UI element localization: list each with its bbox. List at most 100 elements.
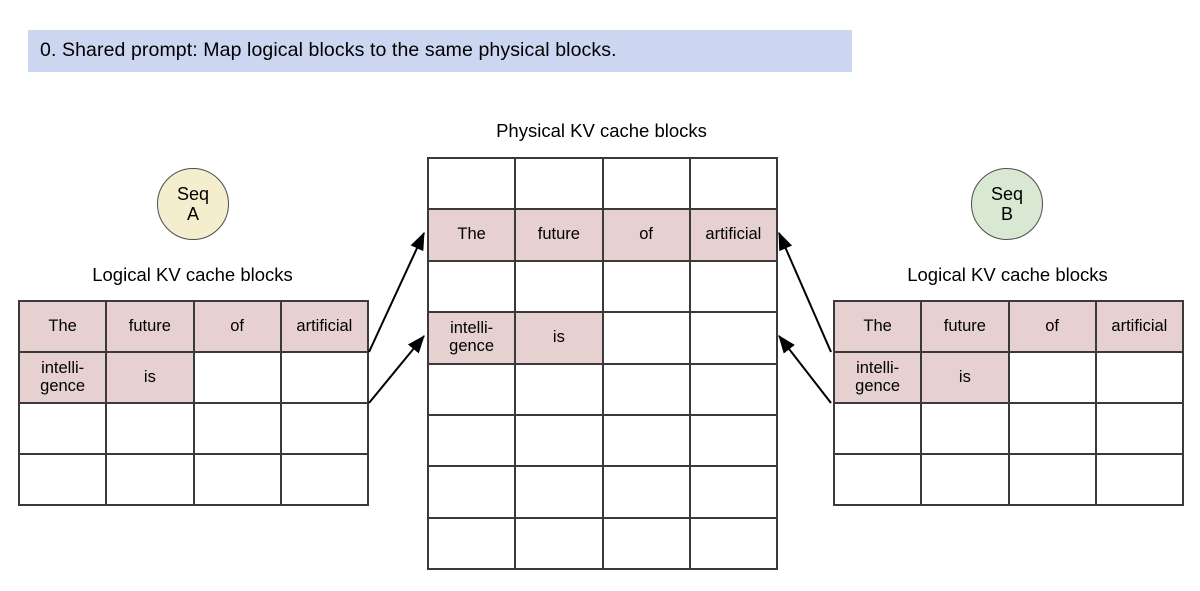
physical-cell-r4-c3 [603, 313, 691, 365]
physical-cell-r1-c1 [429, 159, 517, 211]
seq-a-logical-cell-r1-c3: of [194, 302, 282, 353]
seq-b-logical-cell-r1-c2: future [922, 302, 1010, 353]
physical-cell-r6-c1 [429, 415, 517, 468]
physical-cell-r5-c3 [603, 364, 691, 416]
seq-b-logical-cell-r1-c1: The [835, 302, 923, 353]
arrow-seq-a-row1-to-physical-row2 [368, 231, 425, 353]
physical-cell-r1-c3 [603, 159, 691, 211]
title-banner: 0. Shared prompt: Map logical blocks to … [28, 30, 852, 72]
physical-cell-text: intelli- [450, 319, 494, 338]
seq-a-badge-line2: A [186, 204, 199, 224]
seq-a-logical-cell-text: artificial [296, 316, 353, 335]
physical-cell-r7-c4 [690, 467, 778, 519]
seq-a-logical-cell-r4-c2 [107, 455, 195, 506]
seq-b-logical-cell-text: is [958, 367, 971, 386]
physical-cell-r8-c3 [603, 518, 691, 571]
seq-a-logical-cell-r2-c4 [281, 353, 369, 404]
seq-b-badge-line1: Seq [990, 183, 1024, 204]
seq-b-logical-cell-text: of [1045, 316, 1059, 335]
physical-cell-r8-c1 [429, 518, 517, 571]
physical-cell-r1-c2 [516, 159, 604, 211]
seq-b-logical-cell-r2-c1: intelli-gence [835, 353, 923, 404]
arrow-seq-b-row2-to-physical-row4 [778, 335, 832, 404]
seq-a-logical-cell-r1-c4: artificial [281, 302, 369, 353]
title-banner-text: 0. Shared prompt: Map logical blocks to … [40, 39, 617, 62]
seq-b-logical-cell-r4-c1 [835, 455, 923, 506]
physical-cell-text: gence [449, 336, 495, 355]
physical-cell-r2-c1: The [429, 210, 517, 262]
physical-cell-r7-c1 [429, 467, 517, 519]
physical-cell-r3-c4 [690, 261, 778, 314]
seq-a-logical-cell-r1-c1: The [20, 302, 108, 353]
physical-cell-r2-c2: future [516, 210, 604, 262]
seq-b-logical-cell-text: The [863, 316, 892, 335]
physical-cell-r3-c2 [516, 261, 604, 314]
seq-a-logical-cell-text: of [230, 316, 244, 335]
physical-cell-text: of [639, 225, 653, 244]
physical-cell-r2-c4: artificial [690, 210, 778, 262]
physical-cell-r2-c3: of [603, 210, 691, 262]
seq-b-badge-line2: B [1000, 204, 1013, 224]
seq-b-logical-grid: The future of artificial intelli-gence is [833, 300, 1184, 506]
physical-cell-text: future [537, 225, 580, 244]
physical-cell-r5-c2 [516, 364, 604, 416]
physical-cell-text: is [552, 327, 565, 346]
seq-a-logical-cell-r3-c2 [107, 404, 195, 455]
physical-cell-text: The [457, 225, 486, 244]
seq-a-logical-grid: The future of artificial intelli-gence is [18, 300, 369, 506]
physical-cell-r6-c2 [516, 415, 604, 468]
seq-a-logical-blocks-label: Logical KV cache blocks [92, 264, 293, 285]
seq-a-logical-cell-text: is [143, 367, 156, 386]
seq-b-badge: Seq B [971, 168, 1043, 240]
seq-b-logical-cell-r2-c3 [1009, 353, 1097, 404]
physical-cell-r3-c3 [603, 261, 691, 314]
seq-b-logical-cell-r3-c2 [922, 404, 1010, 455]
physical-grid: The future of artificial intelli-gence is [427, 157, 778, 571]
seq-b-logical-cell-r3-c3 [1009, 404, 1097, 455]
seq-b-logical-cell-r4-c3 [1009, 455, 1097, 506]
physical-cell-text: artificial [705, 225, 762, 244]
seq-a-logical-cell-r2-c2: is [107, 353, 195, 404]
seq-b-logical-cell-text: artificial [1111, 316, 1168, 335]
seq-b-logical-cell-text: future [943, 316, 986, 335]
physical-cell-r7-c3 [603, 467, 691, 519]
seq-a-logical-cell-r2-c3 [194, 353, 282, 404]
seq-b-logical-cell-r4-c4 [1096, 455, 1184, 506]
seq-b-logical-cell-text: intelli- [856, 358, 900, 377]
seq-a-logical-cell-text: The [48, 316, 77, 335]
seq-a-logical-cell-r1-c2: future [107, 302, 195, 353]
seq-b-logical-cell-r1-c4: artificial [1096, 302, 1184, 353]
seq-b-logical-cell-text: gence [855, 376, 901, 395]
seq-b-logical-blocks-label: Logical KV cache blocks [907, 264, 1108, 285]
physical-cell-r4-c4 [690, 313, 778, 365]
seq-b-logical-cell-r1-c3: of [1009, 302, 1097, 353]
seq-a-badge: Seq A [157, 168, 229, 240]
seq-b-logical-cell-r2-c2: is [922, 353, 1010, 404]
seq-a-badge-line1: Seq [176, 183, 210, 204]
seq-a-logical-cell-r3-c4 [281, 404, 369, 455]
physical-blocks-label: Physical KV cache blocks [496, 120, 707, 141]
physical-cell-r4-c1: intelli-gence [429, 313, 517, 365]
seq-a-logical-cell-r4-c1 [20, 455, 108, 506]
seq-a-logical-cell-text: intelli- [41, 358, 85, 377]
seq-a-logical-cell-r4-c3 [194, 455, 282, 506]
seq-a-logical-cell-text: future [128, 316, 171, 335]
physical-cell-r3-c1 [429, 261, 517, 314]
seq-b-logical-cell-r4-c2 [922, 455, 1010, 506]
physical-cell-r1-c4 [690, 159, 778, 211]
seq-a-logical-cell-r2-c1: intelli-gence [20, 353, 108, 404]
seq-a-logical-cell-text: gence [40, 376, 86, 395]
seq-b-logical-cell-r3-c1 [835, 404, 923, 455]
seq-a-logical-cell-r4-c4 [281, 455, 369, 506]
physical-cell-r8-c4 [690, 518, 778, 571]
physical-cell-r5-c1 [429, 364, 517, 416]
physical-cell-r5-c4 [690, 364, 778, 416]
arrow-seq-a-row2-to-physical-row4 [368, 335, 425, 404]
seq-a-logical-cell-r3-c1 [20, 404, 108, 455]
arrow-seq-b-row1-to-physical-row2 [778, 231, 832, 353]
physical-cell-r6-c4 [690, 415, 778, 468]
physical-cell-r4-c2: is [516, 313, 604, 365]
physical-cell-r7-c2 [516, 467, 604, 519]
seq-b-logical-cell-r2-c4 [1096, 353, 1184, 404]
seq-a-logical-cell-r3-c3 [194, 404, 282, 455]
